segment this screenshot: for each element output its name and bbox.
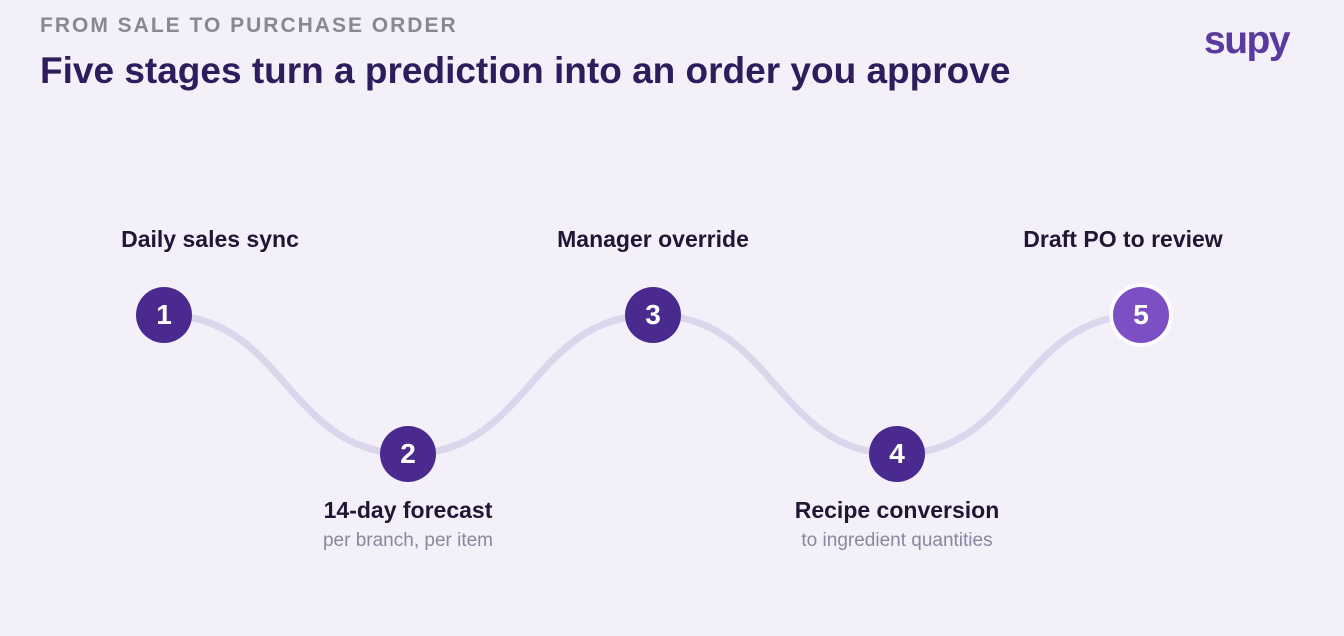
supy-logo: supy xyxy=(1204,19,1291,62)
stage-3-label: Manager override xyxy=(557,226,749,252)
stage-1-node: 1 xyxy=(136,287,192,343)
stage-2-label: 14-day forecast xyxy=(323,497,493,523)
stage-3-node: 3 xyxy=(625,287,681,343)
stage-4-label: Recipe conversion xyxy=(794,497,1000,523)
stage-4-node: 4 xyxy=(869,426,925,482)
stage-5-node: 5 xyxy=(1113,287,1169,343)
stage-1-label: Daily sales sync xyxy=(121,226,299,252)
stage-5-label: Draft PO to review xyxy=(1023,226,1223,252)
page-title: Five stages turn a prediction into an or… xyxy=(40,50,1011,91)
stage-4-sublabel: to ingredient quantities xyxy=(801,530,993,551)
stage-2-node: 2 xyxy=(380,426,436,482)
eyebrow-heading: FROM SALE TO PURCHASE ORDER xyxy=(40,14,458,37)
stage-2-sublabel: per branch, per item xyxy=(322,530,494,551)
